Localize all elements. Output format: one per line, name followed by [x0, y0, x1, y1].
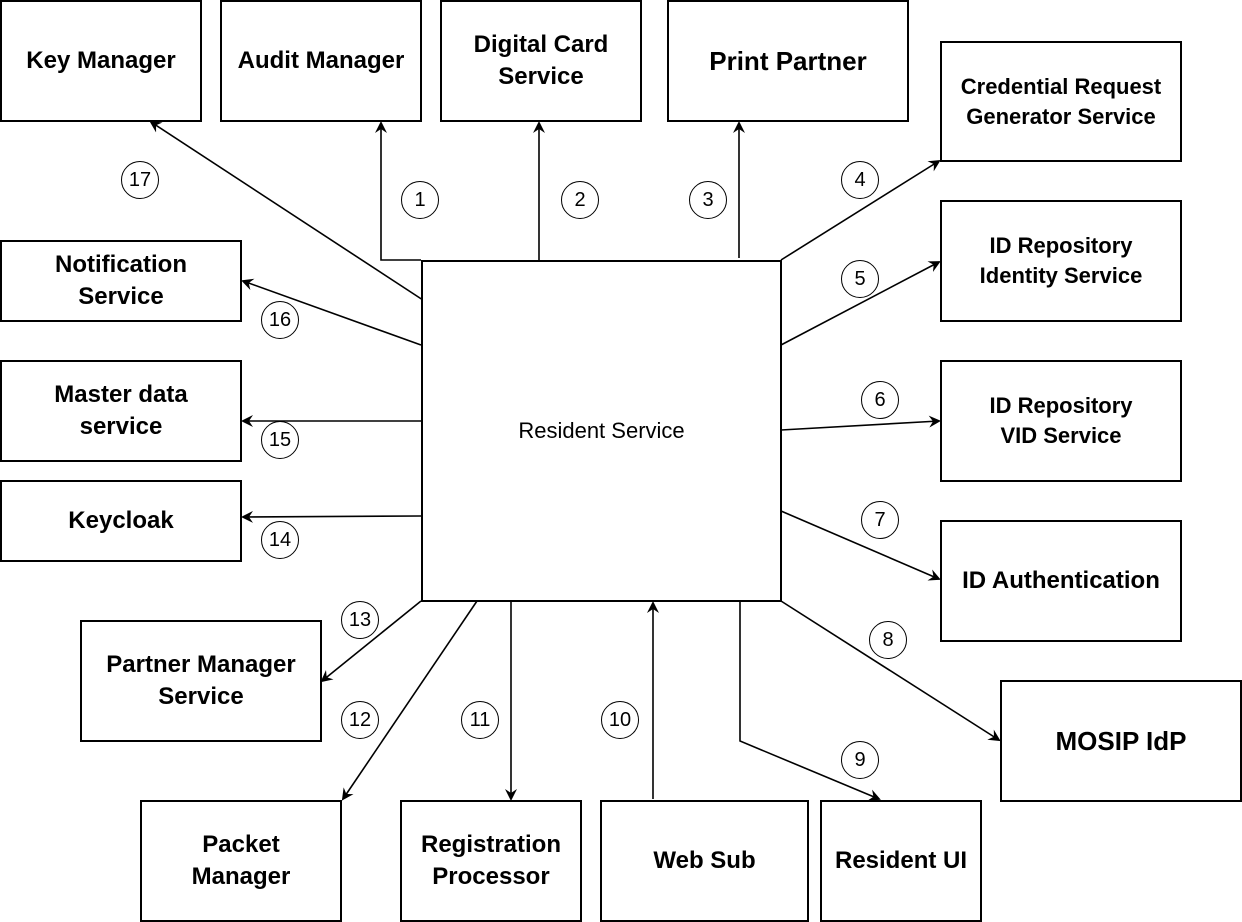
packet-manager-node: Packet Manager [140, 800, 342, 922]
id-repository-identity-label: ID Repository Identity Service [979, 233, 1143, 288]
print-partner-label: Print Partner [709, 46, 867, 76]
step-badge-15: 15 [261, 421, 299, 459]
web-sub-label: Web Sub [653, 847, 756, 874]
notification-service-label: Notification Service [55, 251, 187, 310]
arrow-17 [149, 120, 427, 303]
step-badge-5: 5 [841, 260, 879, 298]
resident-service-node: Resident Service [421, 260, 782, 602]
id-repository-vid-node: ID Repository VID Service [940, 360, 1182, 482]
resident-service-label: Resident Service [518, 418, 685, 443]
notification-service-node: Notification Service [0, 240, 242, 322]
print-partner-node: Print Partner [667, 0, 909, 122]
partner-manager-service-label: Partner Manager Service [106, 651, 296, 710]
resident-ui-label: Resident UI [834, 847, 968, 874]
arrow-9 [739, 601, 881, 801]
step-badge-8: 8 [869, 621, 907, 659]
step-badge-2: 2 [561, 181, 599, 219]
master-data-service-label: Master data service [54, 381, 188, 440]
id-repository-vid-label: ID Repository VID Service [989, 393, 1133, 448]
id-authentication-label: ID Authentication [962, 567, 1160, 594]
credential-request-generator-node: Credential Request Generator Service [940, 41, 1182, 162]
digital-card-service-node: Digital Card Service [440, 0, 642, 122]
packet-manager-label: Packet Manager [191, 831, 291, 890]
credential-request-generator-label: Credential Request Generator Service [960, 73, 1162, 129]
digital-card-service-label: Digital Card Service [473, 31, 609, 90]
arrow-12 [341, 600, 478, 801]
arrow-1 [375, 121, 421, 261]
step-badge-3: 3 [689, 181, 727, 219]
step-badge-11: 11 [461, 701, 499, 739]
arrow-16 [241, 278, 422, 346]
arrow-8 [780, 600, 1001, 742]
arrow-14 [241, 510, 422, 523]
step-badge-1: 1 [401, 181, 439, 219]
step-badge-6: 6 [861, 381, 899, 419]
arrow-4 [780, 159, 941, 261]
audit-manager-label: Audit Manager [237, 47, 405, 74]
arrow-13 [320, 600, 422, 683]
partner-manager-service-node: Partner Manager Service [80, 620, 322, 742]
step-badge-14: 14 [261, 521, 299, 559]
master-data-service-node: Master data service [0, 360, 242, 462]
registration-processor-label: Registration Processor [420, 831, 561, 890]
arrow-7 [780, 510, 941, 581]
arrow-5 [780, 261, 941, 346]
audit-manager-node: Audit Manager [220, 0, 422, 122]
resident-ui-node: Resident UI [820, 800, 982, 922]
step-badge-13: 13 [341, 601, 379, 639]
step-badge-9: 9 [841, 741, 879, 779]
registration-processor-node: Registration Processor [400, 800, 582, 922]
arrow-6 [780, 415, 941, 431]
step-badge-12: 12 [341, 701, 379, 739]
keycloak-node: Keycloak [0, 480, 242, 562]
keycloak-label: Keycloak [68, 507, 174, 534]
step-badge-16: 16 [261, 301, 299, 339]
key-manager-node: Key Manager [0, 0, 202, 122]
web-sub-node: Web Sub [600, 800, 809, 922]
id-repository-identity-node: ID Repository Identity Service [940, 200, 1182, 322]
step-badge-4: 4 [841, 161, 879, 199]
mosip-idp-label: MOSIP IdP [1055, 726, 1187, 756]
id-authentication-node: ID Authentication [940, 520, 1182, 642]
step-badge-10: 10 [601, 701, 639, 739]
mosip-idp-node: MOSIP IdP [1000, 680, 1242, 802]
step-badge-7: 7 [861, 501, 899, 539]
step-badge-17: 17 [121, 161, 159, 199]
key-manager-label: Key Manager [26, 47, 176, 74]
